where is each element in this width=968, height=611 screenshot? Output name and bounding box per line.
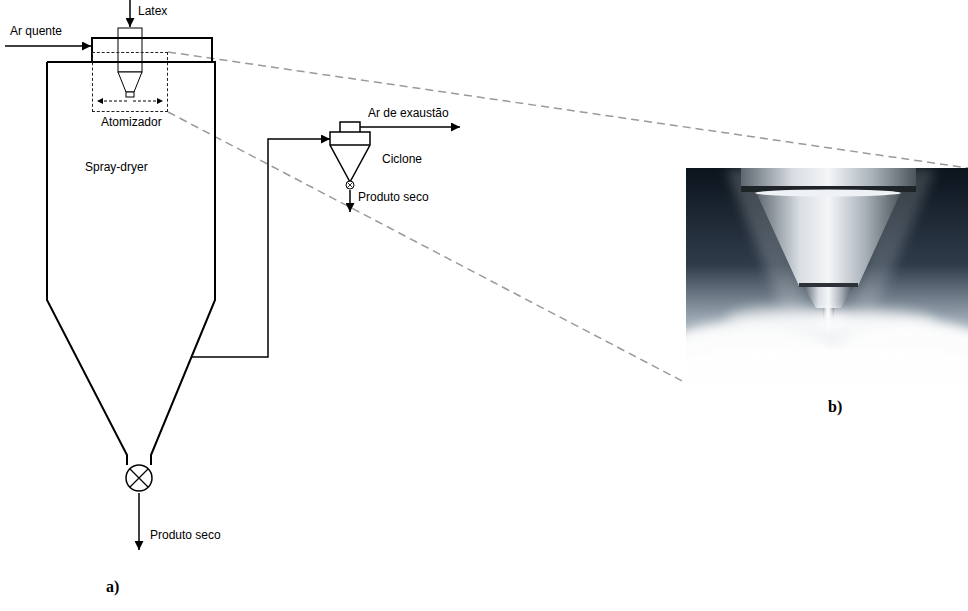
panel-letter: a) [106,578,119,596]
shape-outline [330,122,370,190]
spray-arrow [133,101,163,102]
node-label: Spray-dryer [85,160,148,174]
exhaust-arrow [360,126,460,128]
panel-letter: b) [828,398,842,416]
node-label: Atomizador [101,115,162,129]
zoom-leader [168,112,686,383]
rotary-valve [346,181,354,189]
dryer-vessel: Spray-dryer Atomizador [47,38,215,494]
process-line [191,139,330,357]
product-label: Produto seco [150,528,221,542]
atomizer-photo [628,168,968,399]
rotary-valve [348,183,353,188]
input-label: Latex [138,4,167,18]
product-arrow [349,190,351,212]
vessel-outline [47,38,215,465]
cyclone-outline [330,122,370,182]
zoom-leader [168,52,968,168]
rotary-valve [130,469,148,487]
node-label: Ciclone [382,152,422,166]
air-arrow [5,45,91,47]
stream-label: Ar quente [10,24,62,38]
atomizer-zone: Atomizador [92,52,168,112]
spray-arrow [97,101,127,102]
shape-outline [47,38,215,494]
stream-label: Ar de exaustão [368,106,449,120]
product-label: Produto seco [358,190,429,204]
product-arrow [138,493,140,550]
feed-arrow [129,0,131,27]
rotary-valve [126,465,152,491]
cyclone-separator: Ciclone [330,122,370,190]
